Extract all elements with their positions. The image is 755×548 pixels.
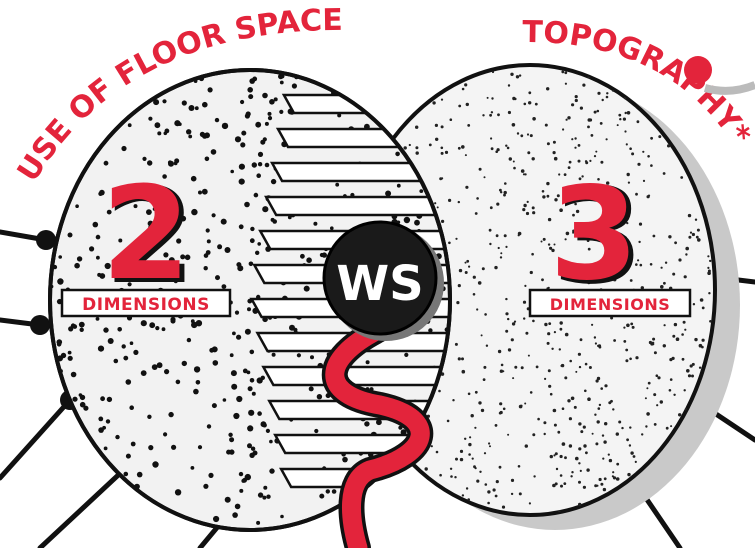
right-number: 3	[549, 160, 638, 309]
red-dot-shadow	[705, 85, 755, 91]
red-dot	[684, 56, 712, 84]
left-dimensions-badge: DIMENSIONS	[62, 290, 230, 316]
right-dimensions-badge: DIMENSIONS	[530, 290, 690, 316]
left-number: 2	[101, 160, 190, 309]
left-dimensions-label: DIMENSIONS	[82, 295, 210, 315]
center-label: WS	[336, 256, 424, 312]
right-dimensions-label: DIMENSIONS	[550, 295, 670, 314]
